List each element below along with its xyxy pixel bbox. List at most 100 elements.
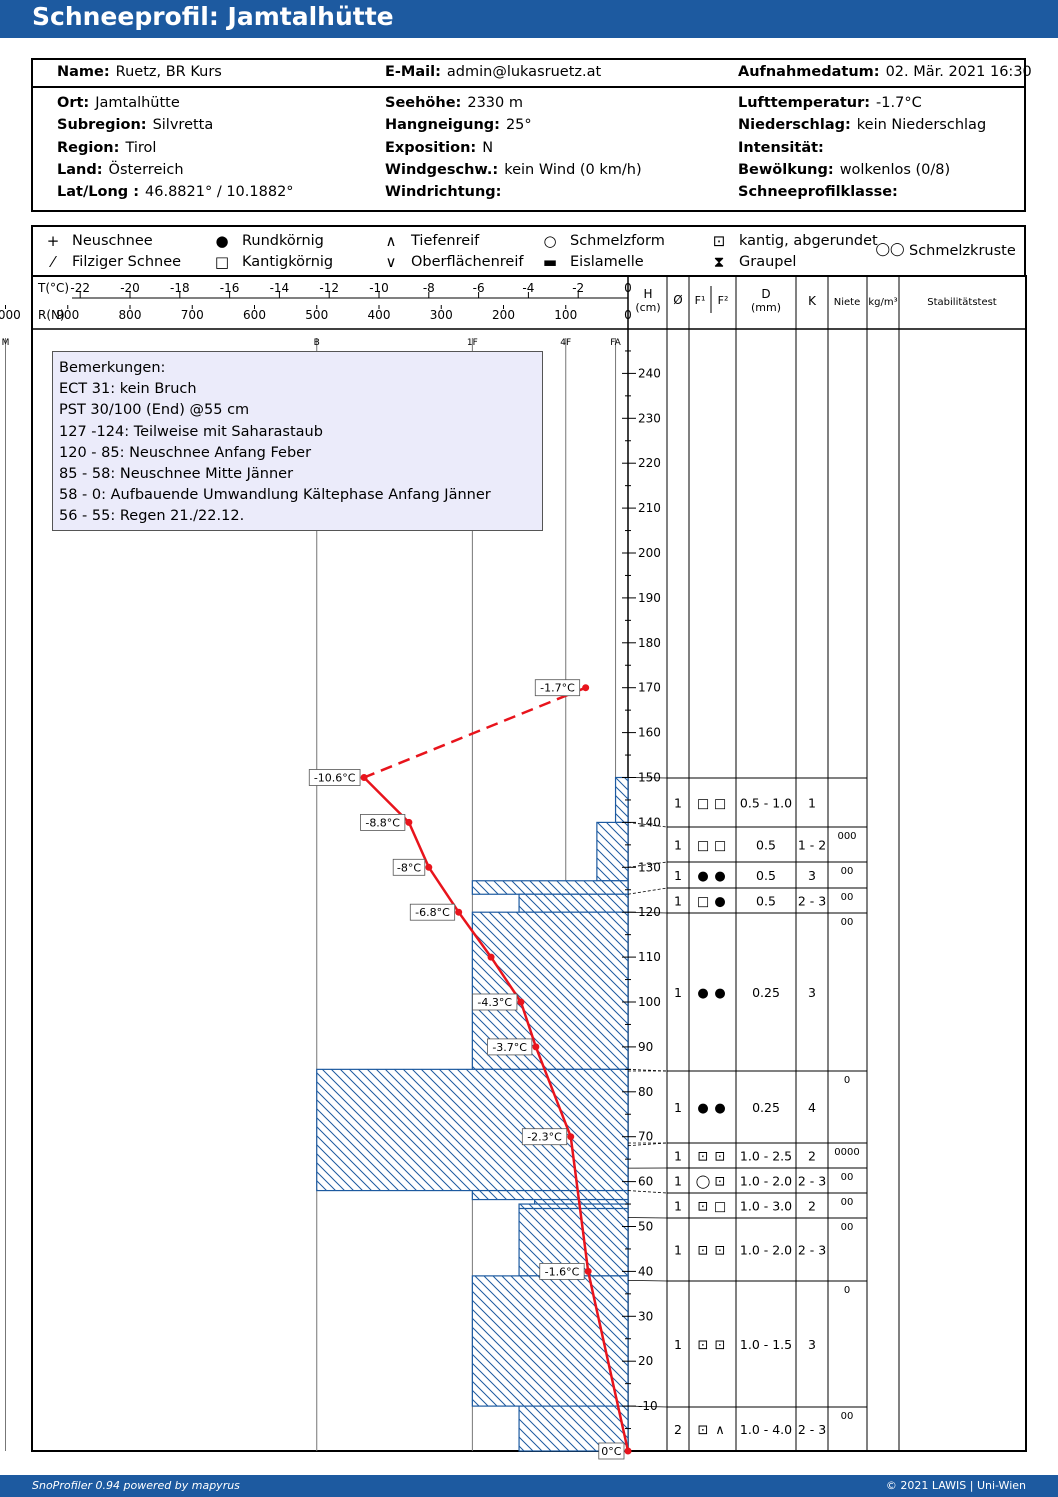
layer-grain-f2: ●: [714, 986, 725, 1001]
layer-grain-f2: ⊡: [715, 1150, 726, 1165]
layer-connector: [627, 1190, 668, 1194]
layer-hardness: 2 - 3: [798, 1174, 826, 1189]
r-tick-label: 700: [181, 308, 204, 322]
column-header: Stabilitätstest: [927, 297, 997, 308]
neuschnee-icon: +: [46, 232, 60, 250]
hardness-block: [518, 1203, 629, 1210]
temperature-label: -10.6°C: [314, 772, 356, 785]
temperature-label-box: [598, 1442, 625, 1460]
footer-credit: SnoProfiler 0.94 powered by mapyrus: [32, 1479, 240, 1492]
layer-hardness: 2: [808, 1199, 816, 1214]
layer-grain-f2: ●: [714, 895, 725, 910]
layer-wetness: 1: [674, 838, 682, 853]
h-tick-label: 100: [638, 995, 661, 1009]
layer-connector: [627, 861, 668, 868]
layer-hardness: 3: [808, 868, 816, 883]
h-tick-label: 190: [638, 591, 661, 605]
layer-grain-size: 0.25: [752, 985, 780, 1000]
hardness-block: [471, 1189, 629, 1201]
graupel-icon: ⧗: [713, 253, 725, 271]
layer-grain-size: 1.0 - 2.0: [740, 1174, 792, 1189]
layer-grain-f1: ◯: [696, 1175, 711, 1190]
niederschlag-field: Niederschlag:kein Niederschlag: [738, 117, 987, 133]
windrichtung-field: Windrichtung:: [385, 184, 502, 200]
remark-line: 56 - 55: Regen 21./22.12.: [59, 508, 245, 525]
legend-label: Graupel: [739, 254, 797, 270]
h-tick-label: 70: [638, 1130, 653, 1144]
layer-grain-f1: ●: [697, 869, 708, 884]
layer-wetness: 1: [674, 1149, 682, 1164]
date-field: Aufnahmedatum:02. Mär. 2021 16:30: [738, 64, 1032, 80]
layer-wetness: 1: [674, 894, 682, 909]
temperature-point: [567, 1133, 575, 1141]
layer-niete: 0: [844, 1285, 850, 1296]
temperature-label-box: [472, 993, 518, 1011]
legend-label: Eislamelle: [570, 254, 644, 270]
layer-niete: 00: [841, 866, 854, 877]
h-tick-label: 160: [638, 726, 661, 740]
info-panel: Name:Ruetz, BR Kurs E-Mail:admin@lukasru…: [31, 58, 1032, 212]
temperature-point: [405, 818, 413, 826]
layer-grain-size: 0.5: [756, 894, 776, 909]
kantigkoernig-icon: □: [214, 253, 230, 271]
layer-grain-f1: ⊡: [698, 1200, 709, 1215]
layer-grain-size: 1.0 - 2.0: [740, 1243, 792, 1258]
hardness-label: 4F: [560, 338, 571, 348]
footer-copyright: © 2021 LAWIS | Uni-Wien: [885, 1479, 1026, 1492]
column-header: H: [643, 287, 652, 301]
layer-grain-f1: □: [697, 839, 709, 854]
column-header: Niete: [834, 297, 860, 308]
legend-panel: + Neuschnee ⁄ Filziger Schnee ● Rundkörn…: [31, 225, 1026, 275]
column-header: Ø: [673, 293, 682, 307]
temperature-label-box: [308, 769, 361, 786]
layer-hardness: 1: [808, 796, 816, 811]
temperature-label: -3.7°C: [492, 1041, 527, 1054]
layer-grain-f1: □: [697, 797, 709, 812]
layer-grain-f2: ⊡: [715, 1244, 726, 1259]
legend-label: Neuschnee: [72, 233, 153, 249]
layer-wetness: 1: [674, 985, 682, 1000]
layer-grain-f2: □: [714, 839, 726, 854]
r-tick-label: 400: [368, 308, 391, 322]
r-tick-label: 200: [492, 308, 515, 322]
hardness-block: [534, 1198, 629, 1205]
t-axis-label: T(°C): [37, 281, 69, 295]
bewoelkung-field: Bewölkung:wolkenlos (0/8): [738, 162, 951, 178]
layer-grain-f2: ●: [714, 869, 725, 884]
layer-grain-f1: ⊡: [698, 1338, 709, 1353]
temperature-label-box: [392, 858, 426, 876]
layer-grain-f1: ⊡: [698, 1150, 709, 1165]
r-tick-label: 300: [430, 308, 453, 322]
layer-grain-size: 0.5: [756, 868, 776, 883]
schmelzkruste-icon: ◯◯: [875, 242, 905, 257]
t-tick-label: 0: [624, 281, 632, 295]
land-field: Land:Österreich: [57, 162, 184, 178]
legend-label: Rundkörnig: [242, 233, 324, 249]
layer-grain-size: 1.0 - 3.0: [740, 1199, 792, 1214]
temperature-point: [532, 1043, 540, 1051]
t-tick-label: -12: [319, 281, 339, 295]
layer-niete: 00: [841, 1197, 854, 1208]
temperature-label-box: [534, 679, 581, 697]
layer-niete: 00: [841, 892, 854, 903]
t-tick-label: -16: [220, 281, 240, 295]
r-tick-label: 0: [624, 308, 632, 322]
temperature-point: [517, 998, 525, 1006]
lufttemperatur-field: Lufttemperatur:-1.7°C: [738, 95, 922, 111]
layer-hardness: 2 - 3: [798, 894, 826, 909]
h-tick-label: -10: [638, 1399, 658, 1413]
layer-grain-f1: ●: [697, 986, 708, 1001]
layer-niete: 000: [837, 831, 856, 842]
layer-grain-f2: □: [714, 797, 726, 812]
tiefenreif-icon: ∧: [385, 232, 397, 250]
remark-line: 127 -124: Teilweise mit Saharastaub: [59, 423, 323, 440]
r-tick-label: 600: [243, 308, 266, 322]
h-tick-label: 50: [638, 1220, 653, 1234]
layer-grain-f2: ∧: [715, 1423, 725, 1438]
layer-grain-f2: ⊡: [715, 1338, 726, 1353]
layer-wetness: 1: [674, 1174, 682, 1189]
t-tick-label: -4: [522, 281, 534, 295]
h-tick-label: 200: [638, 546, 661, 560]
h-tick-label: 120: [638, 905, 661, 919]
